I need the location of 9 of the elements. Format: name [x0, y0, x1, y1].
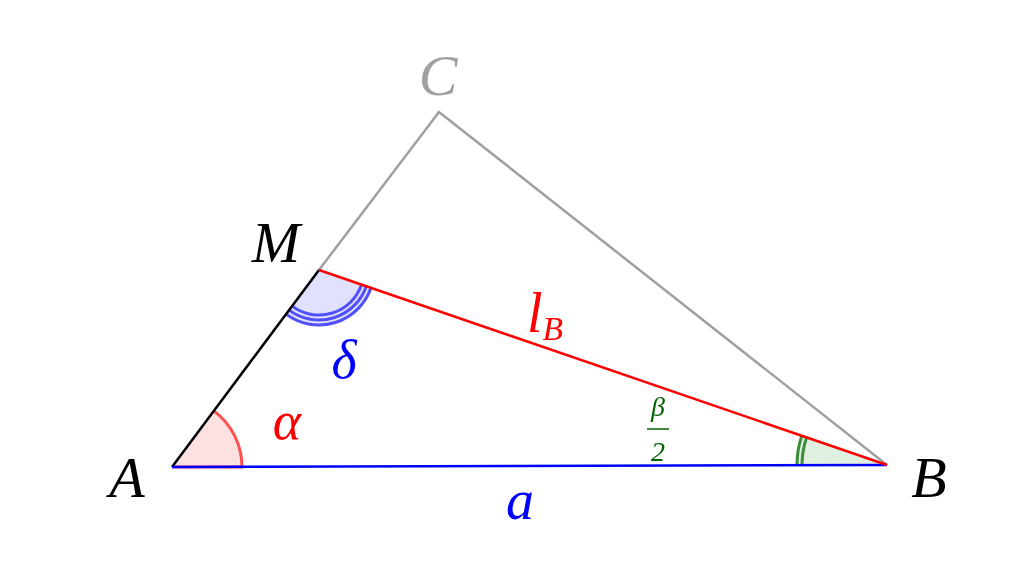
- segment-label: a: [506, 472, 534, 528]
- vertex-label: B: [911, 449, 947, 507]
- angle-label: 2: [651, 438, 665, 466]
- angle-label: δ: [331, 333, 357, 387]
- vertex-label: M: [251, 214, 301, 272]
- vertex-label: C: [418, 47, 458, 105]
- angle-label: α: [272, 394, 302, 448]
- angle-label: β: [651, 393, 665, 421]
- segment-label: l$_{B}$: [526, 284, 564, 346]
